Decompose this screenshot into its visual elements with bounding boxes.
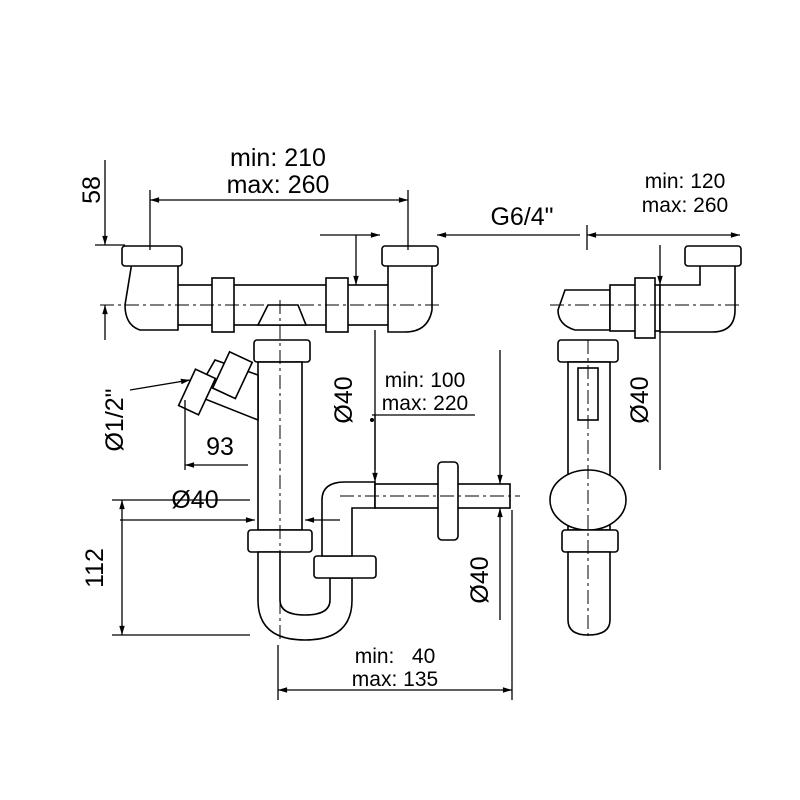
outlet-length-max: max: 135 <box>352 668 438 691</box>
valve-connector <box>177 368 217 416</box>
tee-junction <box>256 304 308 326</box>
right-inlet-nut <box>381 245 439 267</box>
side-trap-nut <box>561 529 619 553</box>
drop-min: min: 100 <box>385 369 466 392</box>
side-width-min: min: 120 <box>645 170 726 193</box>
dimension-lines <box>95 160 741 700</box>
thread-label: G6/4" <box>490 203 553 231</box>
dia-top-left-label: Ø40 <box>330 376 358 423</box>
dia-valve-label: Ø1/2" <box>101 388 129 451</box>
front-view-siphon <box>100 245 520 641</box>
valve-nut <box>211 350 254 400</box>
side-elbow <box>557 289 611 331</box>
wall-rosette <box>437 461 459 541</box>
valve-offset-label: 93 <box>206 433 234 461</box>
side-nut <box>634 277 656 339</box>
height-trap-label: 112 <box>81 548 109 588</box>
side-inlet-nut <box>684 245 742 267</box>
side-inlet-elbow <box>659 261 736 333</box>
trap-nut-right <box>313 555 377 579</box>
dia-outlet-label: Ø40 <box>466 556 494 603</box>
dia-side-label: Ø40 <box>626 376 654 423</box>
top-width-max: max: 260 <box>227 171 330 199</box>
outlet-elbow <box>321 481 376 557</box>
right-inlet-elbow <box>387 261 433 333</box>
side-view-siphon <box>549 245 742 640</box>
left-inlet-elbow <box>124 261 179 331</box>
outlet-length-min: min: 40 <box>355 645 436 668</box>
side-width-max: max: 260 <box>642 194 728 217</box>
side-trap <box>567 551 611 636</box>
left-inlet-nut <box>121 245 183 267</box>
tee-nut <box>253 339 311 363</box>
dia-inlet-label: Ø40 <box>171 486 218 514</box>
drop-max: max: 220 <box>382 392 468 415</box>
height-top-label: 58 <box>78 176 106 204</box>
top-width-min: min: 210 <box>230 144 326 172</box>
